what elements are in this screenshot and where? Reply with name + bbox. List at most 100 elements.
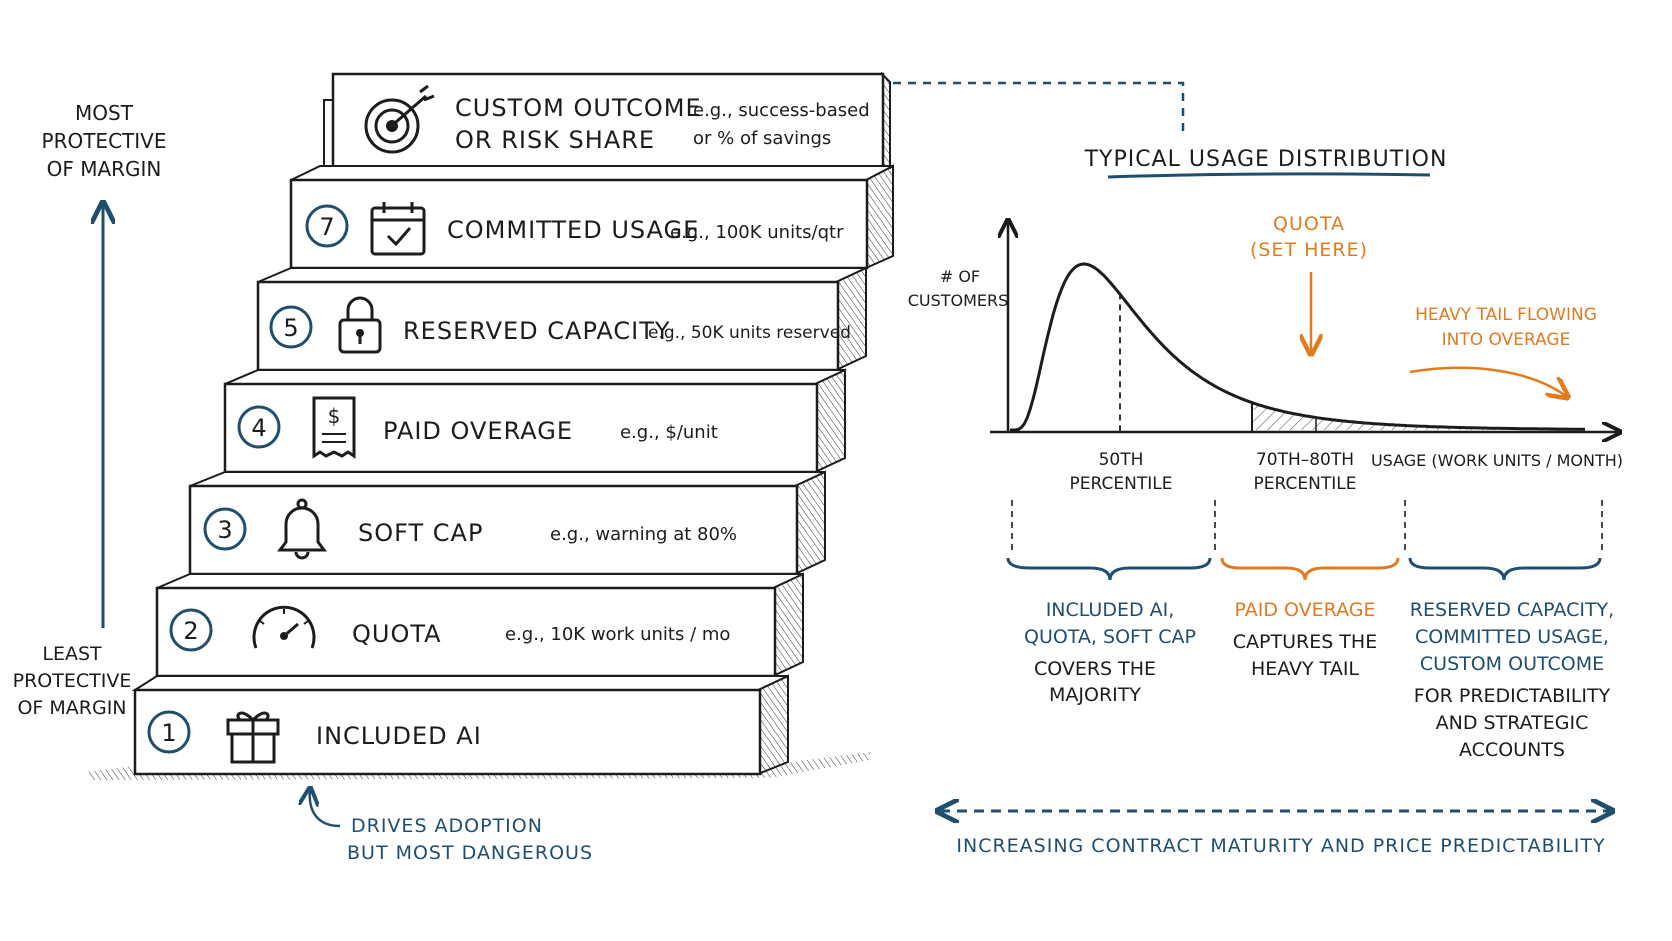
- step-custom-outcome: CUSTOM OUTCOME OR RISK SHARE e.g., succe…: [323, 71, 891, 170]
- step-top: [224, 369, 846, 385]
- step-side: [835, 266, 867, 372]
- svg-text:1: 1: [161, 719, 176, 747]
- tick-50-line-2: PERCENTILE: [1070, 474, 1173, 494]
- svg-text:ACCOUNTS: ACCOUNTS: [1459, 739, 1565, 761]
- svg-text:AND STRATEGIC: AND STRATEGIC: [1436, 712, 1589, 734]
- step-title: SOFT CAP: [358, 519, 483, 547]
- step-example-line-2: or % of savings: [693, 128, 831, 149]
- receipt-icon: $: [312, 396, 356, 459]
- axis-bottom-label-2: PROTECTIVE: [13, 670, 132, 692]
- svg-text:COVERS THE: COVERS THE: [1034, 658, 1156, 680]
- step-top: [257, 267, 867, 283]
- x-axis-label: USAGE (WORK UNITS / MONTH): [1371, 451, 1623, 470]
- axis-top-label-1: MOST: [75, 101, 134, 125]
- step-side: [772, 572, 804, 678]
- tick-50-line-1: 50TH: [1099, 450, 1144, 470]
- heavy-tail-shading: [1252, 403, 1585, 430]
- gift-icon: [226, 711, 280, 764]
- svg-text:FOR PREDICTABILITY: FOR PREDICTABILITY: [1414, 685, 1611, 707]
- step-quota: 2 QUOTA e.g., 10K work units / mo: [155, 572, 804, 678]
- step-number-badge: 3: [203, 507, 247, 551]
- svg-text:$: $: [328, 404, 341, 428]
- svg-text:RESERVED CAPACITY,: RESERVED CAPACITY,: [1410, 599, 1614, 621]
- step-side: [757, 674, 789, 776]
- curved-arrow: [310, 790, 341, 828]
- svg-text:QUOTA, SOFT CAP: QUOTA, SOFT CAP: [1024, 626, 1196, 648]
- step-number-badge: 5: [269, 305, 313, 349]
- segment-majority: INCLUDED AI, QUOTA, SOFT CAP COVERS THE …: [1024, 599, 1196, 706]
- step-committed-usage: 7 COMMITTED USAGE e.g., 100K units/qtr: [289, 164, 894, 270]
- tail-label-1: HEAVY TAIL FLOWING: [1415, 305, 1597, 325]
- step-example: e.g., 50K units reserved: [648, 323, 851, 343]
- usage-distribution-chart: TYPICAL USAGE DISTRIBUTION # OF CUSTOMER…: [908, 147, 1623, 857]
- y-axis-label-1: # OF: [940, 267, 980, 286]
- svg-text:3: 3: [217, 516, 232, 544]
- svg-text:2: 2: [183, 617, 198, 645]
- step-title-line-1: CUSTOM OUTCOME: [455, 94, 702, 122]
- axis-bottom-label-1: LEAST: [42, 643, 102, 665]
- distribution-curve: [1010, 262, 1586, 432]
- step-title-line-2: OR RISK SHARE: [455, 126, 655, 154]
- adoption-note-line-2: BUT MOST DANGEROUS: [347, 842, 593, 864]
- axis-bottom-label-3: OF MARGIN: [17, 697, 126, 719]
- step-example: e.g., warning at 80%: [550, 524, 737, 545]
- brace-heavy-tail: [1220, 557, 1400, 581]
- step-paid-overage: 4 $ PAID OVERAGE e.g., $/unit: [223, 368, 846, 474]
- quota-label-2: (SET HERE): [1250, 239, 1368, 261]
- segment-predictability: RESERVED CAPACITY, COMMITTED USAGE, CUST…: [1410, 599, 1614, 761]
- brace-predictability: [1408, 557, 1602, 581]
- calendar-check-icon: [370, 202, 426, 256]
- step-number-badge: 2: [169, 608, 213, 652]
- step-number-badge: 7: [305, 204, 349, 248]
- svg-text:MAJORITY: MAJORITY: [1049, 684, 1141, 706]
- svg-text:INCLUDED AI,: INCLUDED AI,: [1046, 599, 1175, 621]
- step-side: [794, 470, 826, 576]
- svg-text:7: 7: [319, 213, 334, 241]
- lock-icon: [338, 296, 382, 354]
- step-example: e.g., 100K units/qtr: [670, 222, 844, 243]
- step-example: e.g., 10K work units / mo: [505, 624, 730, 645]
- bell-icon: [277, 498, 327, 560]
- step-title: PAID OVERAGE: [383, 417, 573, 445]
- gauge-icon: [252, 605, 316, 649]
- step-top: [290, 165, 894, 181]
- svg-text:PAID OVERAGE: PAID OVERAGE: [1235, 599, 1376, 621]
- quota-label-1: QUOTA: [1273, 213, 1345, 235]
- step-top: [189, 471, 826, 487]
- step-included-ai: 1 INCLUDED AI: [131, 674, 789, 776]
- target-icon: [364, 84, 435, 154]
- segment-heavy-tail: PAID OVERAGE CAPTURES THE HEAVY TAIL: [1233, 599, 1377, 680]
- step-example-line-1: e.g., success-based: [693, 100, 870, 121]
- svg-text:5: 5: [283, 314, 298, 342]
- adoption-note-line-1: DRIVES ADOPTION: [351, 815, 543, 837]
- svg-text:4: 4: [251, 414, 266, 442]
- tail-label-2: INTO OVERAGE: [1442, 330, 1571, 350]
- svg-text:HEAVY TAIL: HEAVY TAIL: [1251, 658, 1359, 680]
- step-title: QUOTA: [352, 620, 442, 648]
- step-example: e.g., $/unit: [620, 422, 718, 443]
- tick-7080-line-2: PERCENTILE: [1254, 474, 1357, 494]
- tail-arrow: [1409, 366, 1566, 396]
- svg-text:CUSTOM OUTCOME: CUSTOM OUTCOME: [1420, 653, 1604, 675]
- step-reserved-capacity: 5 RESERVED CAPACITY e.g., 50K units rese…: [256, 266, 867, 372]
- step-top: [156, 573, 804, 589]
- maturity-axis-label: INCREASING CONTRACT MATURITY AND PRICE P…: [956, 835, 1605, 857]
- y-axis-label-2: CUSTOMERS: [908, 291, 1009, 310]
- connector-dashed: [893, 81, 1185, 135]
- axis-top-label-2: PROTECTIVE: [42, 129, 167, 153]
- step-number-badge: 4: [237, 405, 281, 449]
- svg-text:COMMITTED USAGE,: COMMITTED USAGE,: [1415, 626, 1609, 648]
- segment-guides: [1011, 500, 1603, 552]
- tick-7080-line-1: 70TH–80TH: [1256, 450, 1354, 470]
- step-top: [131, 675, 789, 691]
- staircase: CUSTOM OUTCOME OR RISK SHARE e.g., succe…: [85, 71, 894, 780]
- adoption-note: DRIVES ADOPTION BUT MOST DANGEROUS: [310, 790, 593, 864]
- step-side: [814, 368, 846, 474]
- brace-majority: [1006, 557, 1212, 581]
- chart-title-underline: [1107, 172, 1431, 179]
- svg-text:CAPTURES THE: CAPTURES THE: [1233, 631, 1377, 653]
- step-title: INCLUDED AI: [316, 722, 482, 750]
- axis-top-label-3: OF MARGIN: [47, 157, 162, 181]
- step-title: RESERVED CAPACITY: [403, 317, 671, 345]
